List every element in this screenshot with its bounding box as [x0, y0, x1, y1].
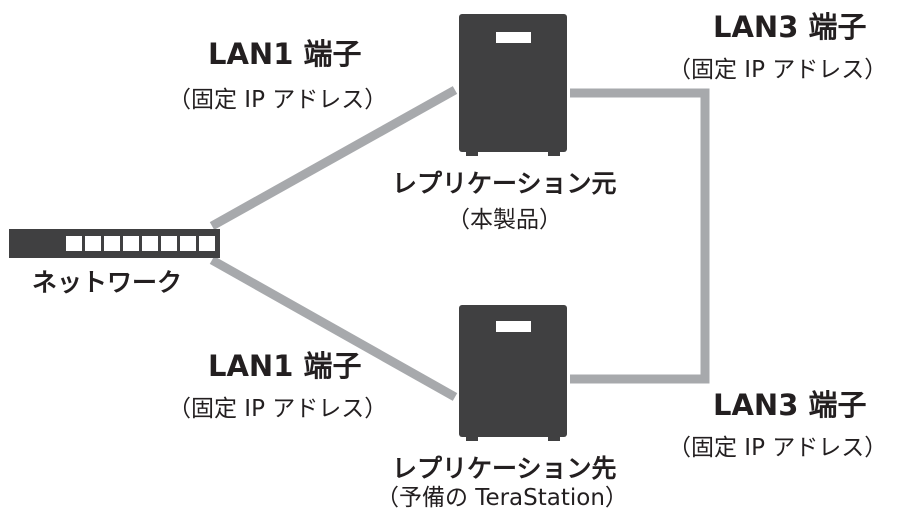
link-lan3-source-to-target	[570, 88, 710, 384]
lan3-top-sub: （固定 IP アドレス）	[668, 57, 888, 83]
link-network-to-source	[209, 86, 458, 230]
nas-server-icon	[459, 14, 567, 156]
network-switch-icon	[9, 229, 220, 258]
lan3-bottom-sub: （固定 IP アドレス）	[668, 435, 888, 461]
lan1-bottom-title: LAN1 端子	[208, 349, 362, 383]
lan1-top-sub: （固定 IP アドレス）	[168, 87, 388, 113]
source-sub: （本製品）	[447, 207, 562, 233]
link-network-to-target	[209, 256, 458, 401]
target-title: レプリケーション先	[392, 454, 617, 483]
source-title: レプリケーション元	[392, 169, 617, 198]
target-sub: （予備の TeraStation）	[376, 485, 628, 511]
lan1-top-title: LAN1 端子	[208, 37, 362, 71]
lan1-bottom-sub: （固定 IP アドレス）	[168, 396, 388, 422]
lan3-top-title: LAN3 端子	[713, 10, 867, 44]
nas-server-icon	[459, 305, 567, 441]
network-label: ネットワーク	[32, 268, 183, 297]
lan3-bottom-title: LAN3 端子	[713, 388, 867, 422]
